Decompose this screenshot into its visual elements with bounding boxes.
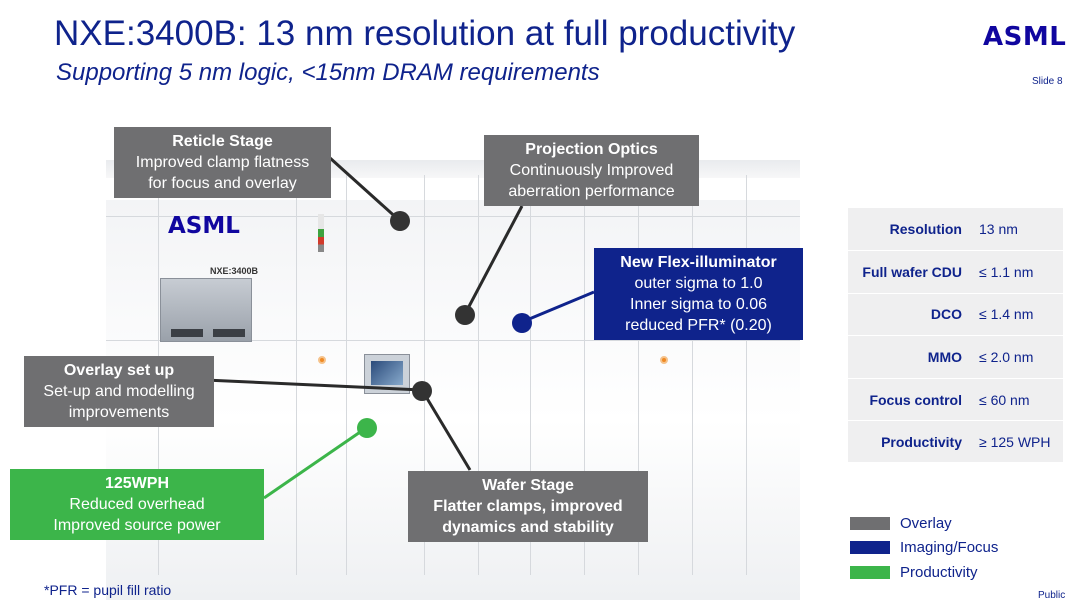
legend-swatch	[850, 517, 890, 530]
machine-panel-seam	[746, 175, 747, 575]
callout-text: Flatter clamps, improved	[433, 498, 623, 515]
productivity-callout: 125WPH Reduced overhead Improved source …	[10, 469, 264, 540]
wafer-tray	[213, 329, 245, 337]
projection-optics-callout: Projection Optics Continuously Improved …	[484, 135, 699, 206]
legend-label: Imaging/Focus	[900, 539, 999, 556]
wafer-connector	[420, 389, 472, 471]
footnote: *PFR = pupil fill ratio	[44, 582, 172, 598]
projection-marker-dot	[455, 305, 475, 325]
spec-value: ≥ 125 WPH	[979, 434, 1051, 450]
flex-connector	[521, 290, 595, 324]
overlay-setup-callout: Overlay set up Set-up and modelling impr…	[24, 356, 214, 427]
wafer-tray	[171, 329, 203, 337]
callout-text: Inner sigma to 0.06	[630, 296, 767, 313]
callout-text: Improved clamp flatness	[135, 154, 310, 171]
callout-text: Improved source power	[53, 517, 221, 534]
machine-panel-seam	[638, 175, 639, 575]
callout-text: Set-up and modelling	[43, 383, 195, 400]
machine-asml-logo: ASML	[168, 213, 240, 239]
spec-row: Focus control ≤ 60 nm	[848, 379, 1063, 421]
spec-label: Resolution	[889, 221, 962, 237]
spec-value: ≤ 60 nm	[979, 392, 1030, 408]
spec-divider	[848, 250, 1063, 251]
machine-panel-seam	[478, 175, 479, 575]
wph-connector	[263, 426, 367, 500]
machine-panel-seam	[296, 175, 297, 575]
spec-label: MMO	[927, 349, 962, 365]
legend-swatch	[850, 566, 890, 579]
callout-heading: Overlay set up	[63, 362, 175, 379]
machine-panel-seam	[424, 175, 425, 575]
flex-illuminator-callout: New Flex-illuminator outer sigma to 1.0 …	[594, 248, 803, 340]
spec-row: DCO ≤ 1.4 nm	[848, 293, 1063, 335]
callout-text: Reduced overhead	[69, 496, 205, 513]
spec-label: DCO	[930, 306, 962, 322]
spec-value: 13 nm	[979, 221, 1018, 237]
callout-text: for focus and overlay	[148, 175, 297, 192]
flex-marker-dot	[512, 313, 532, 333]
legend-label: Productivity	[900, 564, 978, 581]
machine-panel-seam	[584, 175, 585, 575]
wafer-marker-dot	[412, 381, 432, 401]
callout-text: dynamics and stability	[442, 519, 614, 536]
machine-horizontal-seam	[106, 216, 800, 217]
machine-horizontal-seam	[106, 340, 800, 341]
reticle-marker-dot	[390, 211, 410, 231]
callout-heading: Projection Optics	[525, 141, 658, 158]
wph-marker-dot	[357, 418, 377, 438]
spec-label: Full wafer CDU	[862, 264, 962, 280]
spec-divider	[848, 420, 1063, 421]
callout-text: Continuously Improved	[509, 162, 674, 179]
projection-connector	[463, 205, 524, 315]
callout-text: reduced PFR* (0.20)	[625, 317, 772, 334]
spec-row: Resolution 13 nm	[848, 208, 1063, 250]
asml-logo: ASML	[983, 22, 1067, 52]
callout-text: outer sigma to 1.0	[634, 275, 763, 292]
legend-swatch	[850, 541, 890, 554]
callout-heading: Wafer Stage	[482, 477, 574, 494]
legend-label: Overlay	[900, 515, 952, 532]
slide-subtitle: Supporting 5 nm logic, <15nm DRAM requir…	[56, 59, 600, 86]
wafer-stage-callout: Wafer Stage Flatter clamps, improved dyn…	[408, 471, 648, 542]
callout-text: aberration performance	[508, 183, 675, 200]
machine-panel-seam	[530, 175, 531, 575]
classification-label: Public	[1038, 590, 1066, 601]
callout-heading: New Flex-illuminator	[620, 254, 777, 271]
spec-row: Productivity ≥ 125 WPH	[848, 421, 1063, 463]
signal-tower-light	[318, 214, 324, 252]
overlay-connector	[204, 378, 423, 392]
machine-panel-seam	[346, 175, 347, 575]
reticle-connector	[328, 156, 402, 223]
spec-row: Full wafer CDU ≤ 1.1 nm	[848, 251, 1063, 293]
spec-value: ≤ 2.0 nm	[979, 349, 1034, 365]
spec-divider	[848, 335, 1063, 336]
callout-heading: 125WPH	[104, 475, 170, 492]
machine-model-label: NXE:3400B	[210, 266, 259, 276]
callout-heading: Reticle Stage	[172, 133, 273, 150]
indicator-lamp	[660, 356, 668, 364]
spec-label: Productivity	[881, 434, 962, 450]
spec-value: ≤ 1.4 nm	[979, 306, 1034, 322]
wafer-load-port	[160, 278, 252, 342]
spec-row: MMO ≤ 2.0 nm	[848, 336, 1063, 378]
indicator-lamp	[318, 356, 326, 364]
spec-label: Focus control	[869, 392, 962, 408]
slide-title: NXE:3400B: 13 nm resolution at full prod…	[54, 14, 796, 53]
spec-value: ≤ 1.1 nm	[979, 264, 1034, 280]
control-display	[371, 361, 403, 385]
spec-divider	[848, 293, 1063, 294]
spec-divider	[848, 378, 1063, 379]
reticle-stage-callout: Reticle Stage Improved clamp flatness fo…	[114, 127, 331, 198]
callout-text: improvements	[68, 404, 170, 421]
machine-panel-seam	[692, 175, 693, 575]
slide-number: Slide 8	[1032, 76, 1063, 87]
spec-table: Resolution 13 nm Full wafer CDU ≤ 1.1 nm…	[848, 208, 1063, 462]
